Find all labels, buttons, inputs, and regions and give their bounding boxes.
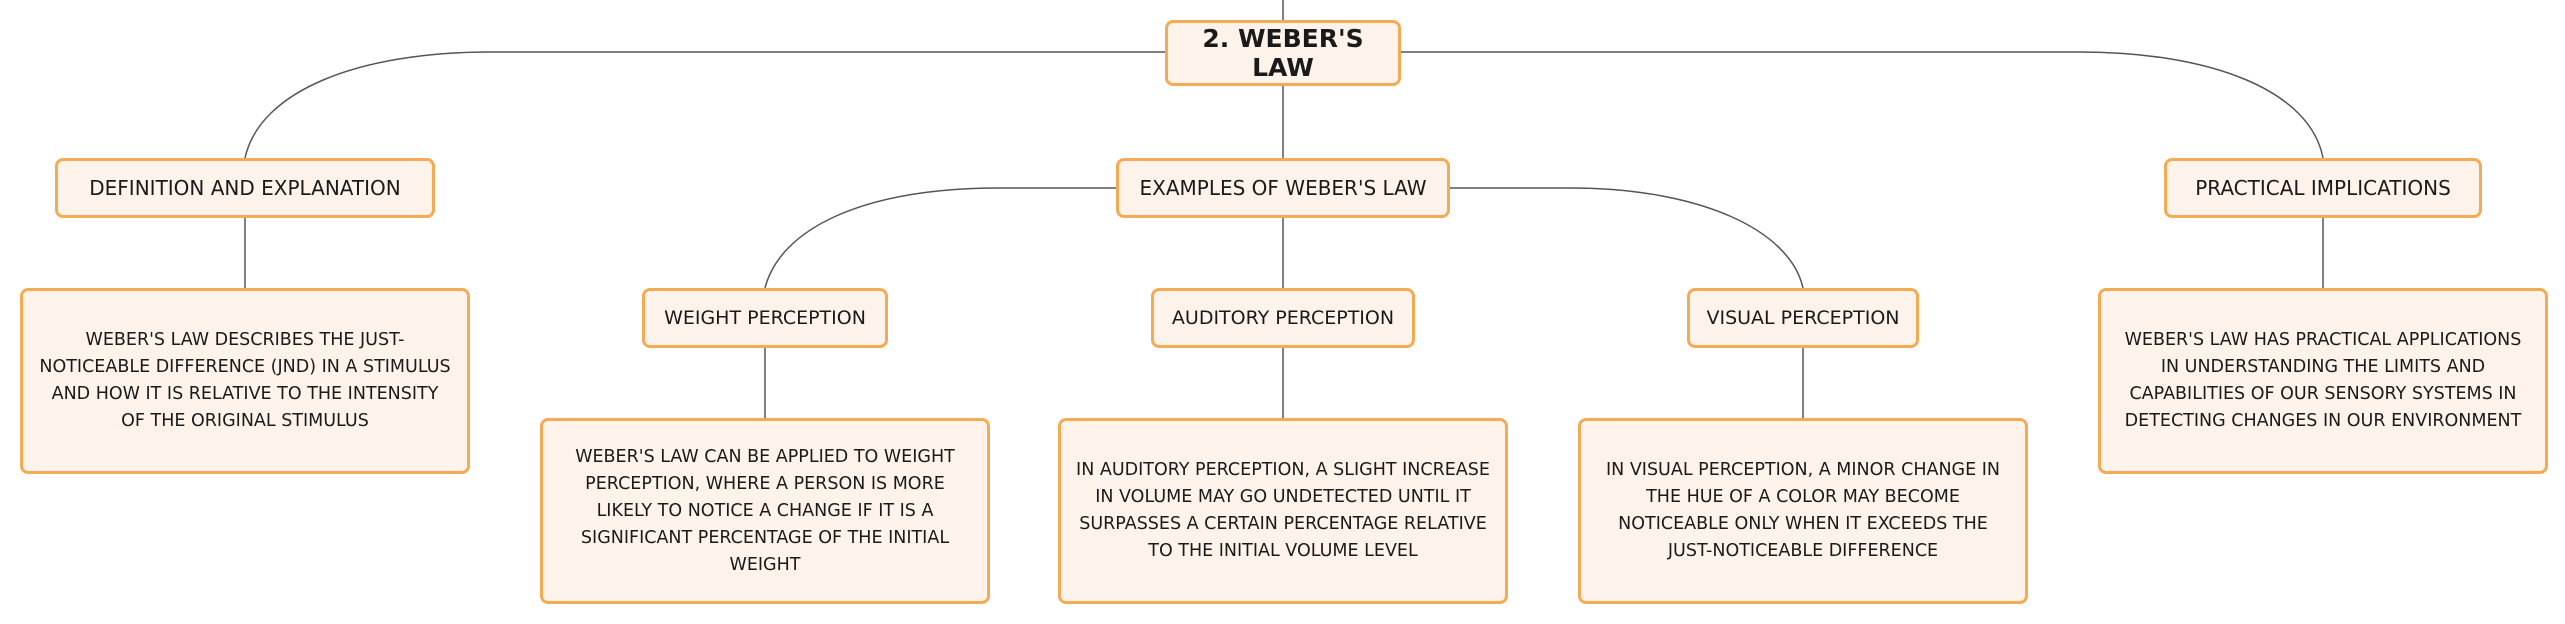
detail-auditory[interactable]: IN AUDITORY PERCEPTION, A SLIGHT INCREAS… [1058, 418, 1508, 604]
detail-auditory-text: IN AUDITORY PERCEPTION, A SLIGHT INCREAS… [1076, 460, 1490, 561]
detail-weight[interactable]: WEBER'S LAW CAN BE APPLIED TO WEIGHT PER… [540, 418, 990, 604]
topic-examples-label: EXAMPLES OF WEBER'S LAW [1139, 176, 1427, 200]
topic-definition[interactable]: DEFINITION AND EXPLANATION [55, 158, 435, 218]
connector-examples-visual [1450, 187, 1804, 289]
subtopic-auditory-label: AUDITORY PERCEPTION [1171, 307, 1395, 329]
connector-examples-weight [764, 187, 1116, 289]
connector-root-definition [244, 51, 1165, 159]
detail-visual[interactable]: IN VISUAL PERCEPTION, A MINOR CHANGE IN … [1578, 418, 2028, 604]
detail-implications-text: WEBER'S LAW HAS PRACTICAL APPLICATIONS I… [2124, 330, 2522, 431]
subtopic-weight-label: WEIGHT PERCEPTION [664, 307, 866, 329]
topic-implications-label: PRACTICAL IMPLICATIONS [2195, 176, 2451, 200]
topic-examples[interactable]: EXAMPLES OF WEBER'S LAW [1116, 158, 1450, 218]
detail-definition[interactable]: WEBER'S LAW DESCRIBES THE JUST-NOTICEABL… [20, 288, 470, 474]
connector-root-implications [1401, 51, 2324, 159]
topic-definition-label: DEFINITION AND EXPLANATION [89, 176, 401, 200]
detail-weight-text: WEBER'S LAW CAN BE APPLIED TO WEIGHT PER… [575, 446, 955, 575]
subtopic-visual-label: VISUAL PERCEPTION [1706, 307, 1900, 329]
subtopic-weight[interactable]: WEIGHT PERCEPTION [642, 288, 888, 348]
subtopic-visual[interactable]: VISUAL PERCEPTION [1687, 288, 1919, 348]
topic-implications[interactable]: PRACTICAL IMPLICATIONS [2164, 158, 2482, 218]
detail-visual-text: IN VISUAL PERCEPTION, A MINOR CHANGE IN … [1606, 460, 2000, 561]
detail-implications[interactable]: WEBER'S LAW HAS PRACTICAL APPLICATIONS I… [2098, 288, 2548, 474]
detail-definition-text: WEBER'S LAW DESCRIBES THE JUST-NOTICEABL… [39, 330, 451, 431]
subtopic-auditory[interactable]: AUDITORY PERCEPTION [1151, 288, 1415, 348]
root-node[interactable]: 2. WEBER'S LAW [1165, 20, 1401, 86]
root-label: 2. WEBER'S LAW [1202, 24, 1364, 82]
